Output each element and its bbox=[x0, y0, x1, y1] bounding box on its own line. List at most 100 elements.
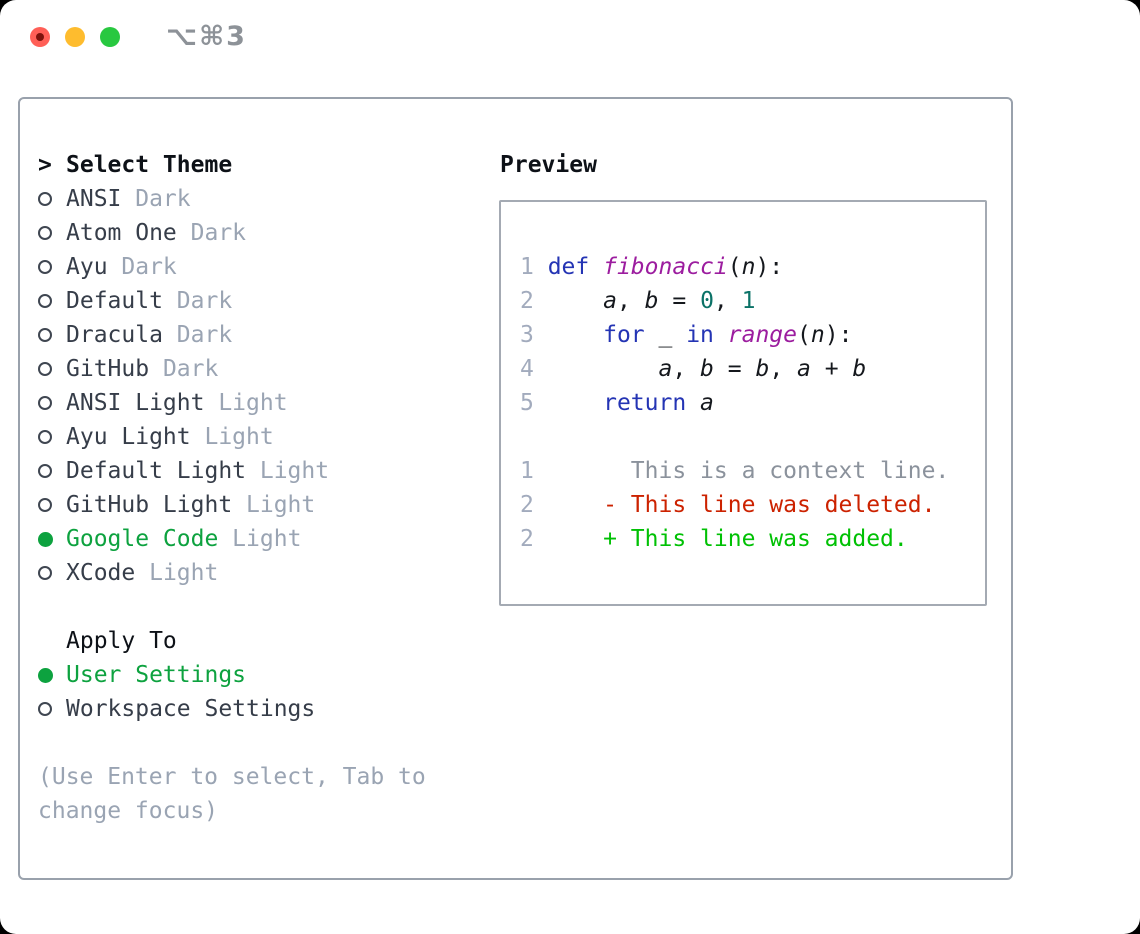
code-token: 1 bbox=[741, 288, 756, 314]
code-token bbox=[686, 390, 700, 416]
select-theme-title: Select Theme bbox=[66, 152, 233, 178]
code-token bbox=[714, 322, 728, 348]
theme-option-default-light[interactable]: Default Light Light bbox=[38, 454, 478, 488]
preview-title: Preview bbox=[500, 152, 597, 178]
hint-line-2: change focus) bbox=[38, 798, 219, 824]
radio-icon bbox=[38, 396, 66, 410]
code-token: a bbox=[603, 288, 617, 314]
code-token: b bbox=[852, 356, 867, 382]
code-line: 4 a, b = b, a + b bbox=[520, 352, 949, 386]
code-token: b bbox=[700, 356, 714, 382]
theme-option-ansi[interactable]: ANSI Dark bbox=[38, 182, 478, 216]
radio-selected-icon bbox=[38, 667, 66, 683]
close-button[interactable] bbox=[30, 27, 50, 47]
theme-label: Ayu Light bbox=[66, 424, 191, 450]
code-token: This is a context line. bbox=[547, 458, 950, 484]
code-token: ( bbox=[797, 322, 811, 348]
theme-variant-label: Dark bbox=[107, 254, 177, 280]
theme-label: ANSI bbox=[66, 186, 122, 212]
code-token: + This line was added. bbox=[547, 526, 908, 552]
theme-variant-label: Dark bbox=[149, 356, 219, 382]
code-line: 1 def fibonacci(n): bbox=[520, 250, 949, 284]
code-line: 1 This is a context line. bbox=[520, 454, 949, 488]
radio-icon bbox=[38, 566, 66, 580]
code-token: a bbox=[797, 356, 811, 382]
theme-option-google-code[interactable]: Google Code Light bbox=[38, 522, 478, 556]
code-token: fibonacci bbox=[603, 254, 728, 280]
theme-variant-label: Light bbox=[246, 458, 330, 484]
code-token bbox=[548, 288, 603, 314]
theme-label: XCode bbox=[66, 560, 136, 586]
theme-variant-label: Light bbox=[232, 492, 316, 518]
theme-option-atom-one[interactable]: Atom One Dark bbox=[38, 216, 478, 250]
apply-to-title: Apply To bbox=[66, 628, 177, 654]
line-number: 5 bbox=[520, 390, 548, 416]
minimize-button[interactable] bbox=[65, 27, 85, 47]
theme-variant-label: Dark bbox=[176, 220, 247, 246]
code-line: 2 - This line was deleted. bbox=[520, 488, 949, 522]
theme-variant-label: Light bbox=[190, 424, 274, 450]
code-token: b bbox=[644, 288, 659, 314]
code-token: n bbox=[741, 254, 756, 280]
code-token: a bbox=[700, 390, 714, 416]
apply-to-option-user-settings[interactable]: User Settings bbox=[38, 658, 478, 692]
titlebar: ⌥⌘3 bbox=[0, 0, 1140, 70]
theme-variant-label: Dark bbox=[121, 186, 191, 212]
theme-option-xcode[interactable]: XCode Light bbox=[38, 556, 478, 590]
hint-line-1: (Use Enter to select, Tab to bbox=[38, 764, 426, 790]
code-token bbox=[548, 322, 603, 348]
theme-label: Dracula bbox=[66, 322, 163, 348]
code-token bbox=[589, 254, 603, 280]
radio-icon bbox=[38, 226, 66, 240]
window-title: ⌥⌘3 bbox=[166, 21, 247, 52]
theme-variant-label: Dark bbox=[162, 322, 233, 348]
tui-panel bbox=[18, 97, 1013, 880]
apply-to-option-workspace-settings[interactable]: Workspace Settings bbox=[38, 692, 478, 726]
radio-icon bbox=[38, 498, 66, 512]
radio-icon bbox=[38, 294, 66, 308]
code-token: + bbox=[810, 356, 853, 382]
code-token: ): bbox=[755, 254, 784, 280]
theme-variant-label: Light bbox=[204, 390, 288, 416]
apply-to-header-row: Apply To bbox=[38, 624, 478, 658]
code-token: range bbox=[727, 322, 797, 348]
code-token: return bbox=[603, 390, 687, 416]
code-token: = bbox=[658, 288, 701, 314]
spacer-row bbox=[38, 590, 478, 624]
theme-option-ayu-light[interactable]: Ayu Light Light bbox=[38, 420, 478, 454]
code-line: 3 for _ in range(n): bbox=[520, 318, 949, 352]
theme-label: ANSI Light bbox=[66, 390, 205, 416]
code-token: ( bbox=[727, 254, 742, 280]
theme-option-dracula[interactable]: Dracula Dark bbox=[38, 318, 478, 352]
line-number: 1 bbox=[520, 254, 548, 280]
code-token: ): bbox=[824, 322, 853, 348]
theme-option-github[interactable]: GitHub Dark bbox=[38, 352, 478, 386]
code-token bbox=[548, 356, 659, 382]
theme-option-ayu[interactable]: Ayu Dark bbox=[38, 250, 478, 284]
select-theme-header: >Select Theme bbox=[38, 148, 478, 182]
theme-option-github-light[interactable]: GitHub Light Light bbox=[38, 488, 478, 522]
code-token: = bbox=[713, 356, 756, 382]
code-line: 5 return a bbox=[520, 386, 949, 420]
code-token: , bbox=[616, 288, 645, 314]
code-token: , bbox=[713, 288, 742, 314]
theme-label: Ayu bbox=[66, 254, 108, 280]
theme-option-ansi-light[interactable]: ANSI Light Light bbox=[38, 386, 478, 420]
line-number: 2 bbox=[520, 526, 548, 552]
code-token: , bbox=[769, 356, 798, 382]
radio-icon bbox=[38, 328, 66, 342]
line-number: 1 bbox=[520, 458, 548, 484]
apply-to-label: User Settings bbox=[66, 662, 247, 688]
code-line: 2 + This line was added. bbox=[520, 522, 949, 556]
spacer-row bbox=[520, 420, 949, 454]
theme-label: GitHub Light bbox=[66, 492, 233, 518]
theme-option-default[interactable]: Default Dark bbox=[38, 284, 478, 318]
zoom-button[interactable] bbox=[100, 27, 120, 47]
line-number: 3 bbox=[520, 322, 548, 348]
theme-label: Default bbox=[66, 288, 163, 314]
code-token: a bbox=[658, 356, 673, 382]
line-number: 2 bbox=[520, 492, 548, 518]
